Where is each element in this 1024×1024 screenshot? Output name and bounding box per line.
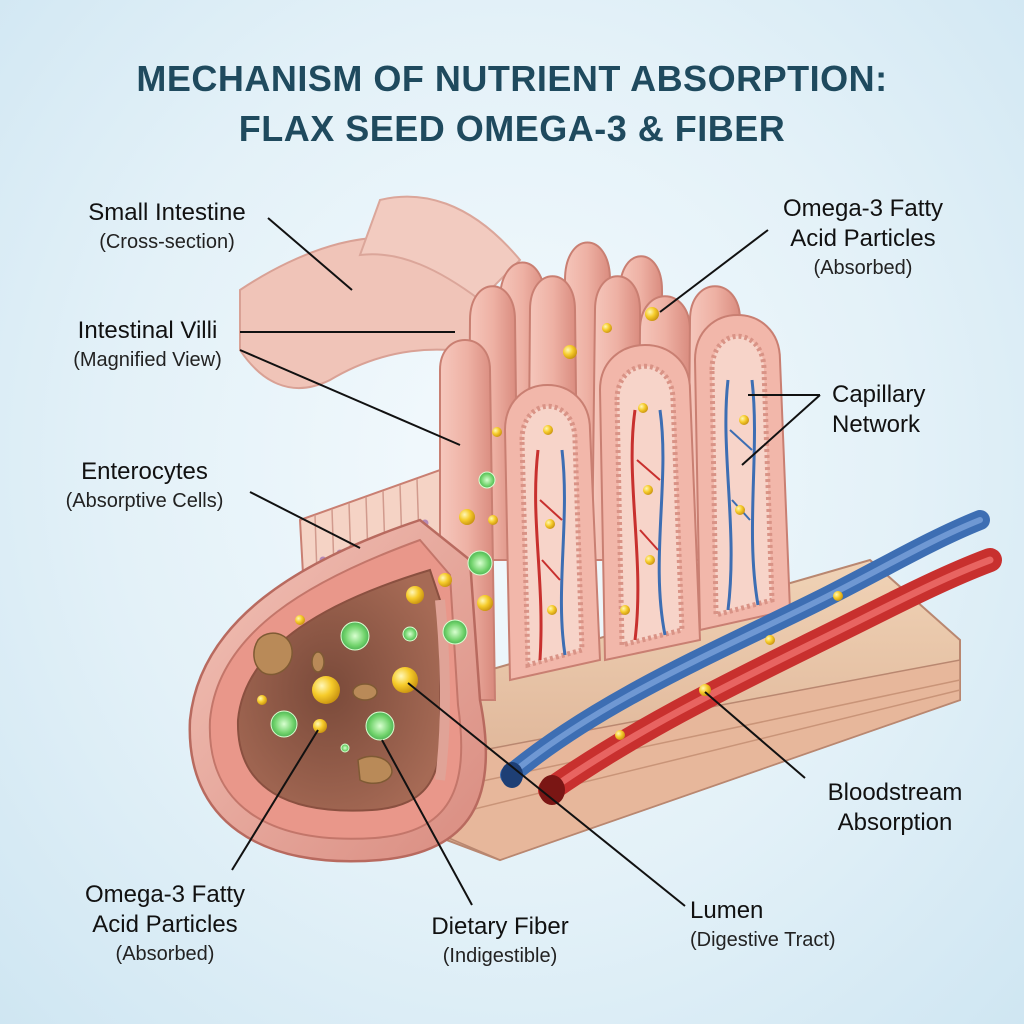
label-omega-3-top: Omega-3 Fatty Acid Particles (Absorbed) bbox=[748, 194, 978, 282]
label-small-intestine-name: Small Intestine bbox=[88, 199, 246, 226]
fiber-chunks bbox=[253, 632, 393, 785]
label-enterocytes-name: Enterocytes bbox=[81, 458, 208, 485]
label-small-intestine-sub: (Cross-section) bbox=[99, 231, 235, 253]
label-omega-top-sub: (Absorbed) bbox=[813, 257, 913, 279]
leader-lines bbox=[231, 217, 821, 907]
label-small-intestine: Small Intestine (Cross-section) bbox=[62, 198, 272, 256]
title-line-2: FLAX SEED OMEGA-3 & FIBER bbox=[238, 108, 786, 149]
label-bloodstream-name-2: Absorption bbox=[837, 809, 953, 836]
label-enterocytes-sub: (Absorptive Cells) bbox=[65, 490, 224, 512]
label-lumen-sub: (Digestive Tract) bbox=[690, 929, 836, 951]
label-omega-bottom-name-1: Omega-3 Fatty bbox=[84, 881, 246, 908]
label-fiber-sub: (Indigestible) bbox=[442, 945, 558, 967]
label-omega-3-bottom: Omega-3 Fatty Acid Particles (Absorbed) bbox=[50, 880, 280, 968]
label-fiber-name: Dietary Fiber bbox=[431, 913, 569, 940]
label-omega-top-name-2: Acid Particles bbox=[790, 225, 936, 252]
label-villi-name: Intestinal Villi bbox=[77, 317, 218, 344]
label-intestinal-villi: Intestinal Villi (Magnified View) bbox=[40, 316, 255, 374]
label-enterocytes: Enterocytes (Absorptive Cells) bbox=[32, 457, 257, 515]
label-omega-bottom-sub: (Absorbed) bbox=[115, 943, 215, 965]
label-villi-sub: (Magnified View) bbox=[73, 349, 222, 371]
label-lumen-name: Lumen bbox=[690, 897, 764, 924]
capillary-network bbox=[534, 379, 760, 661]
label-capillary-name-1: Capillary bbox=[832, 381, 926, 408]
label-omega-top-name-1: Omega-3 Fatty bbox=[782, 195, 944, 222]
label-omega-bottom-name-2: Acid Particles bbox=[92, 911, 238, 938]
label-lumen: Lumen (Digestive Tract) bbox=[690, 896, 890, 954]
label-capillary-network: Capillary Network bbox=[832, 380, 992, 440]
upper-intestine-fold-2 bbox=[358, 195, 522, 302]
diagram-title: MECHANISM OF NUTRIENT ABSORPTION: FLAX S… bbox=[0, 54, 1024, 154]
label-bloodstream-name-1: Bloodstream bbox=[827, 779, 963, 806]
label-bloodstream-absorption: Bloodstream Absorption bbox=[800, 778, 990, 838]
label-capillary-name-2: Network bbox=[832, 411, 921, 438]
title-line-1: MECHANISM OF NUTRIENT ABSORPTION: bbox=[136, 58, 888, 99]
omega-3-particles bbox=[257, 307, 843, 740]
fiber-particles bbox=[270, 471, 496, 753]
label-dietary-fiber: Dietary Fiber (Indigestible) bbox=[400, 912, 600, 970]
